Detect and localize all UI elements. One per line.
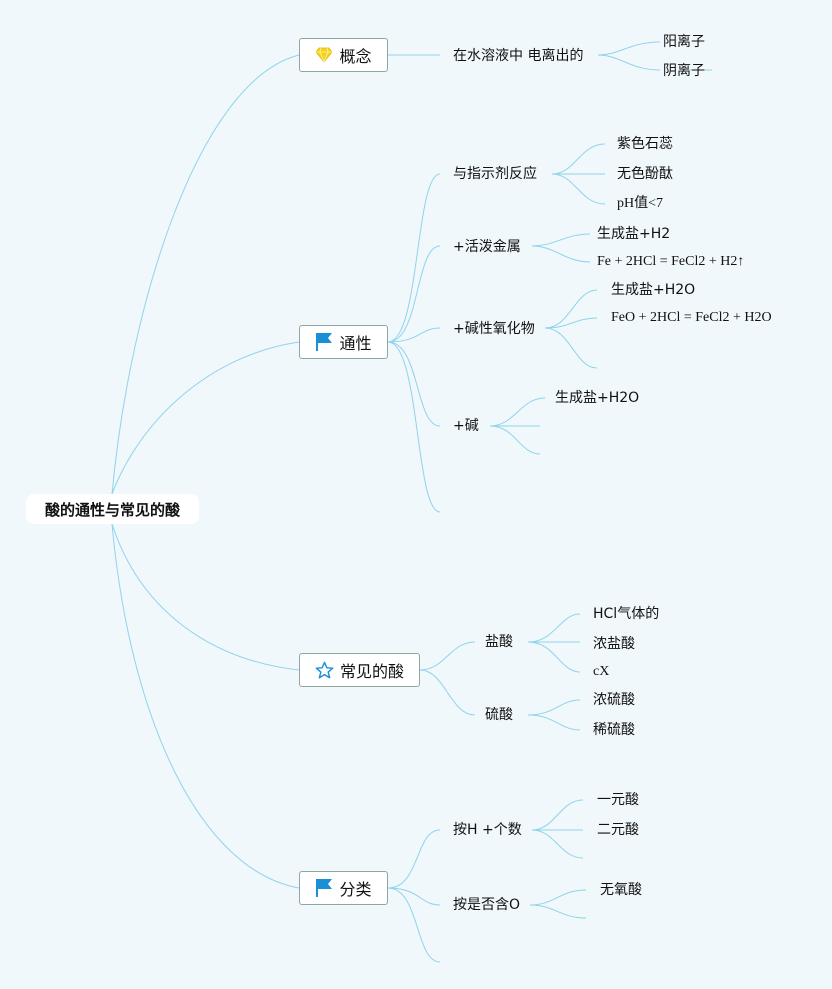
- node-cation[interactable]: 阳离子: [663, 34, 705, 50]
- node-conc-h2so4[interactable]: 浓硫酸: [593, 692, 635, 708]
- flag-icon: [316, 333, 333, 351]
- node-oxide-salt[interactable]: 生成盐+H2O: [611, 282, 696, 298]
- node-cx[interactable]: cX: [593, 664, 610, 679]
- main-node-general[interactable]: 通性: [299, 325, 388, 359]
- main-node-classify[interactable]: 分类: [299, 871, 388, 905]
- node-h2so4[interactable]: 硫酸: [485, 707, 513, 723]
- main-node-common[interactable]: 常见的酸: [299, 653, 420, 687]
- main-node-label: 通性: [339, 334, 372, 353]
- main-node-label: 常见的酸: [339, 662, 404, 681]
- node-oxygen-free[interactable]: 无氧酸: [600, 882, 642, 898]
- root-node[interactable]: 酸的通性与常见的酸: [26, 494, 199, 524]
- node-monoprotic[interactable]: 一元酸: [597, 792, 639, 808]
- node-metal-salt[interactable]: 生成盐+H2: [597, 226, 671, 242]
- node-base[interactable]: +碱: [453, 418, 479, 434]
- main-node-label: 分类: [339, 880, 372, 899]
- node-anion[interactable]: 阴离子: [663, 63, 705, 79]
- node-indicator[interactable]: 与指示剂反应: [453, 166, 537, 182]
- node-by-o[interactable]: 按是否含O: [453, 897, 521, 913]
- node-metal[interactable]: +活泼金属: [453, 239, 521, 255]
- node-hcl-gas[interactable]: HCl气体的: [593, 606, 660, 622]
- link-root-classify: [111, 523, 300, 889]
- node-ph[interactable]: pH值<7: [617, 196, 664, 211]
- node-hcl[interactable]: 盐酸: [485, 634, 513, 650]
- link-root-concept: [111, 54, 300, 495]
- main-node-concept[interactable]: 概念: [299, 38, 388, 72]
- node-phenolphthalein[interactable]: 无色酚酞: [617, 166, 673, 182]
- link-root-general: [111, 341, 300, 495]
- diamond-icon: [315, 47, 333, 63]
- node-base-salt[interactable]: 生成盐+H2O: [555, 390, 640, 406]
- node-dilute-h2so4[interactable]: 稀硫酸: [593, 722, 635, 738]
- link-root-common: [111, 523, 300, 671]
- node-by-h[interactable]: 按H +个数: [453, 822, 522, 838]
- node-ionize[interactable]: 在水溶液中 电离出的: [453, 48, 584, 64]
- node-metal-equation[interactable]: Fe + 2HCl = FeCl2 + H2↑: [597, 254, 745, 269]
- main-node-label: 概念: [339, 47, 372, 66]
- star-icon: [315, 661, 334, 678]
- node-oxide-equation[interactable]: FeO + 2HCl = FeCl2 + H2O: [611, 310, 772, 325]
- node-conc-hcl[interactable]: 浓盐酸: [593, 636, 635, 652]
- node-diprotic[interactable]: 二元酸: [597, 822, 639, 838]
- flag-icon: [316, 879, 333, 897]
- node-oxide[interactable]: +碱性氧化物: [453, 321, 535, 337]
- node-litmus[interactable]: 紫色石蕊: [617, 136, 673, 152]
